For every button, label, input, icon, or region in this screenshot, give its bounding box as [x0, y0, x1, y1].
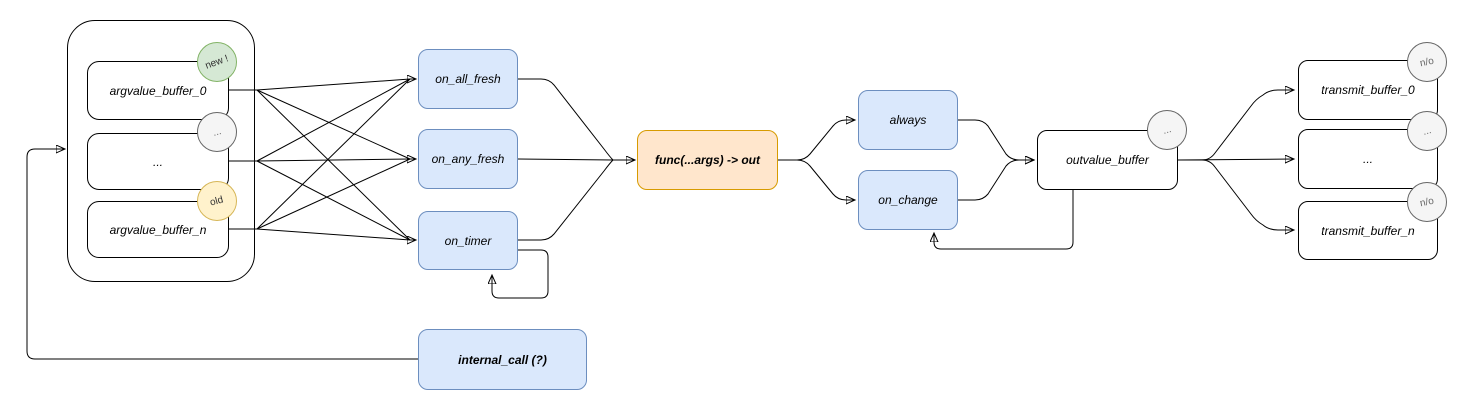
badge-ellipsis-left: ...	[197, 112, 237, 152]
badge-ellipsis-outvalue: ...	[1147, 110, 1187, 150]
edge-on-any-fresh-to-func	[517, 158, 614, 161]
edge-argmid-to-on-all-fresh	[256, 78, 411, 162]
node-on-change: on_change	[858, 170, 958, 230]
badge-no-top: n/o	[1407, 42, 1447, 82]
node-internal-call-label: internal_call (?)	[458, 352, 547, 367]
edge-argmid-to-on-any-fresh	[256, 158, 411, 162]
edge-argn-to-on-any-fresh	[256, 158, 411, 230]
node-always: always	[858, 90, 958, 150]
edge-arg0-to-on-all-fresh	[256, 78, 411, 91]
badge-old: old	[197, 181, 237, 221]
edge-argmid-to-on-timer	[256, 160, 411, 241]
edge-arg0-to-on-any-fresh	[256, 89, 411, 160]
edge-on-change-to-outvalue	[958, 160, 1033, 201]
node-on-any-fresh-label: on_any_fresh	[431, 152, 505, 166]
node-outvalue-buffer-label: outvalue_buffer	[1066, 153, 1149, 167]
edge-argn-to-on-timer	[256, 228, 411, 241]
node-on-all-fresh-label: on_all_fresh	[435, 72, 501, 86]
node-on-timer-label: on_timer	[444, 233, 492, 248]
node-func: func(...args) -> out	[637, 130, 778, 190]
badge-new: new !	[197, 42, 237, 82]
node-on-timer: on_timer	[418, 211, 518, 270]
badge-new-label: new !	[203, 52, 231, 72]
node-on-all-fresh: on_all_fresh	[418, 49, 518, 109]
edge-outvalue-to-transmit-n	[1178, 159, 1293, 230]
node-argvalue-buffer-0-label: argvalue_buffer_0	[109, 83, 207, 98]
node-on-change-label: on_change	[878, 193, 938, 207]
edge-always-to-outvalue	[958, 119, 1033, 160]
node-argvalue-buffer-n-label: argvalue_buffer_n	[109, 222, 207, 237]
badge-no-top-label: n/o	[1419, 55, 1435, 69]
edge-on-timer-self-loop	[492, 249, 549, 299]
node-always-label: always	[889, 113, 927, 127]
edge-arg0-to-on-timer	[256, 89, 411, 241]
badge-no-bottom-label: n/o	[1419, 195, 1435, 209]
badge-ellipsis-outvalue-label: ...	[1161, 123, 1173, 137]
node-argvalue-ellipsis-label: ...	[152, 154, 163, 169]
edge-on-timer-to-func	[518, 159, 614, 241]
node-transmit-buffer-n-label: transmit_buffer_n	[1321, 223, 1415, 238]
edge-outvalue-feedback-to-on-change	[934, 190, 1074, 250]
edge-on-all-fresh-to-func	[518, 78, 614, 161]
edge-func-to-on-change	[778, 159, 854, 200]
node-func-label: func(...args) -> out	[655, 153, 760, 167]
node-on-any-fresh: on_any_fresh	[418, 129, 518, 189]
badge-ellipsis-left-label: ...	[211, 125, 223, 139]
node-internal-call: internal_call (?)	[418, 329, 587, 390]
edge-func-to-always	[778, 120, 854, 161]
badge-old-label: old	[209, 193, 225, 209]
edge-outvalue-to-transmit-0	[1178, 90, 1293, 161]
edge-argn-to-on-all-fresh	[256, 78, 411, 230]
badge-ellipsis-right: ...	[1407, 111, 1447, 151]
edge-internal-call-to-argvalue-group	[26, 149, 418, 360]
badge-ellipsis-right-label: ...	[1421, 124, 1433, 138]
badge-no-bottom: n/o	[1407, 182, 1447, 222]
node-transmit-ellipsis-label: ...	[1362, 152, 1373, 166]
node-transmit-buffer-0-label: transmit_buffer_0	[1321, 83, 1415, 97]
